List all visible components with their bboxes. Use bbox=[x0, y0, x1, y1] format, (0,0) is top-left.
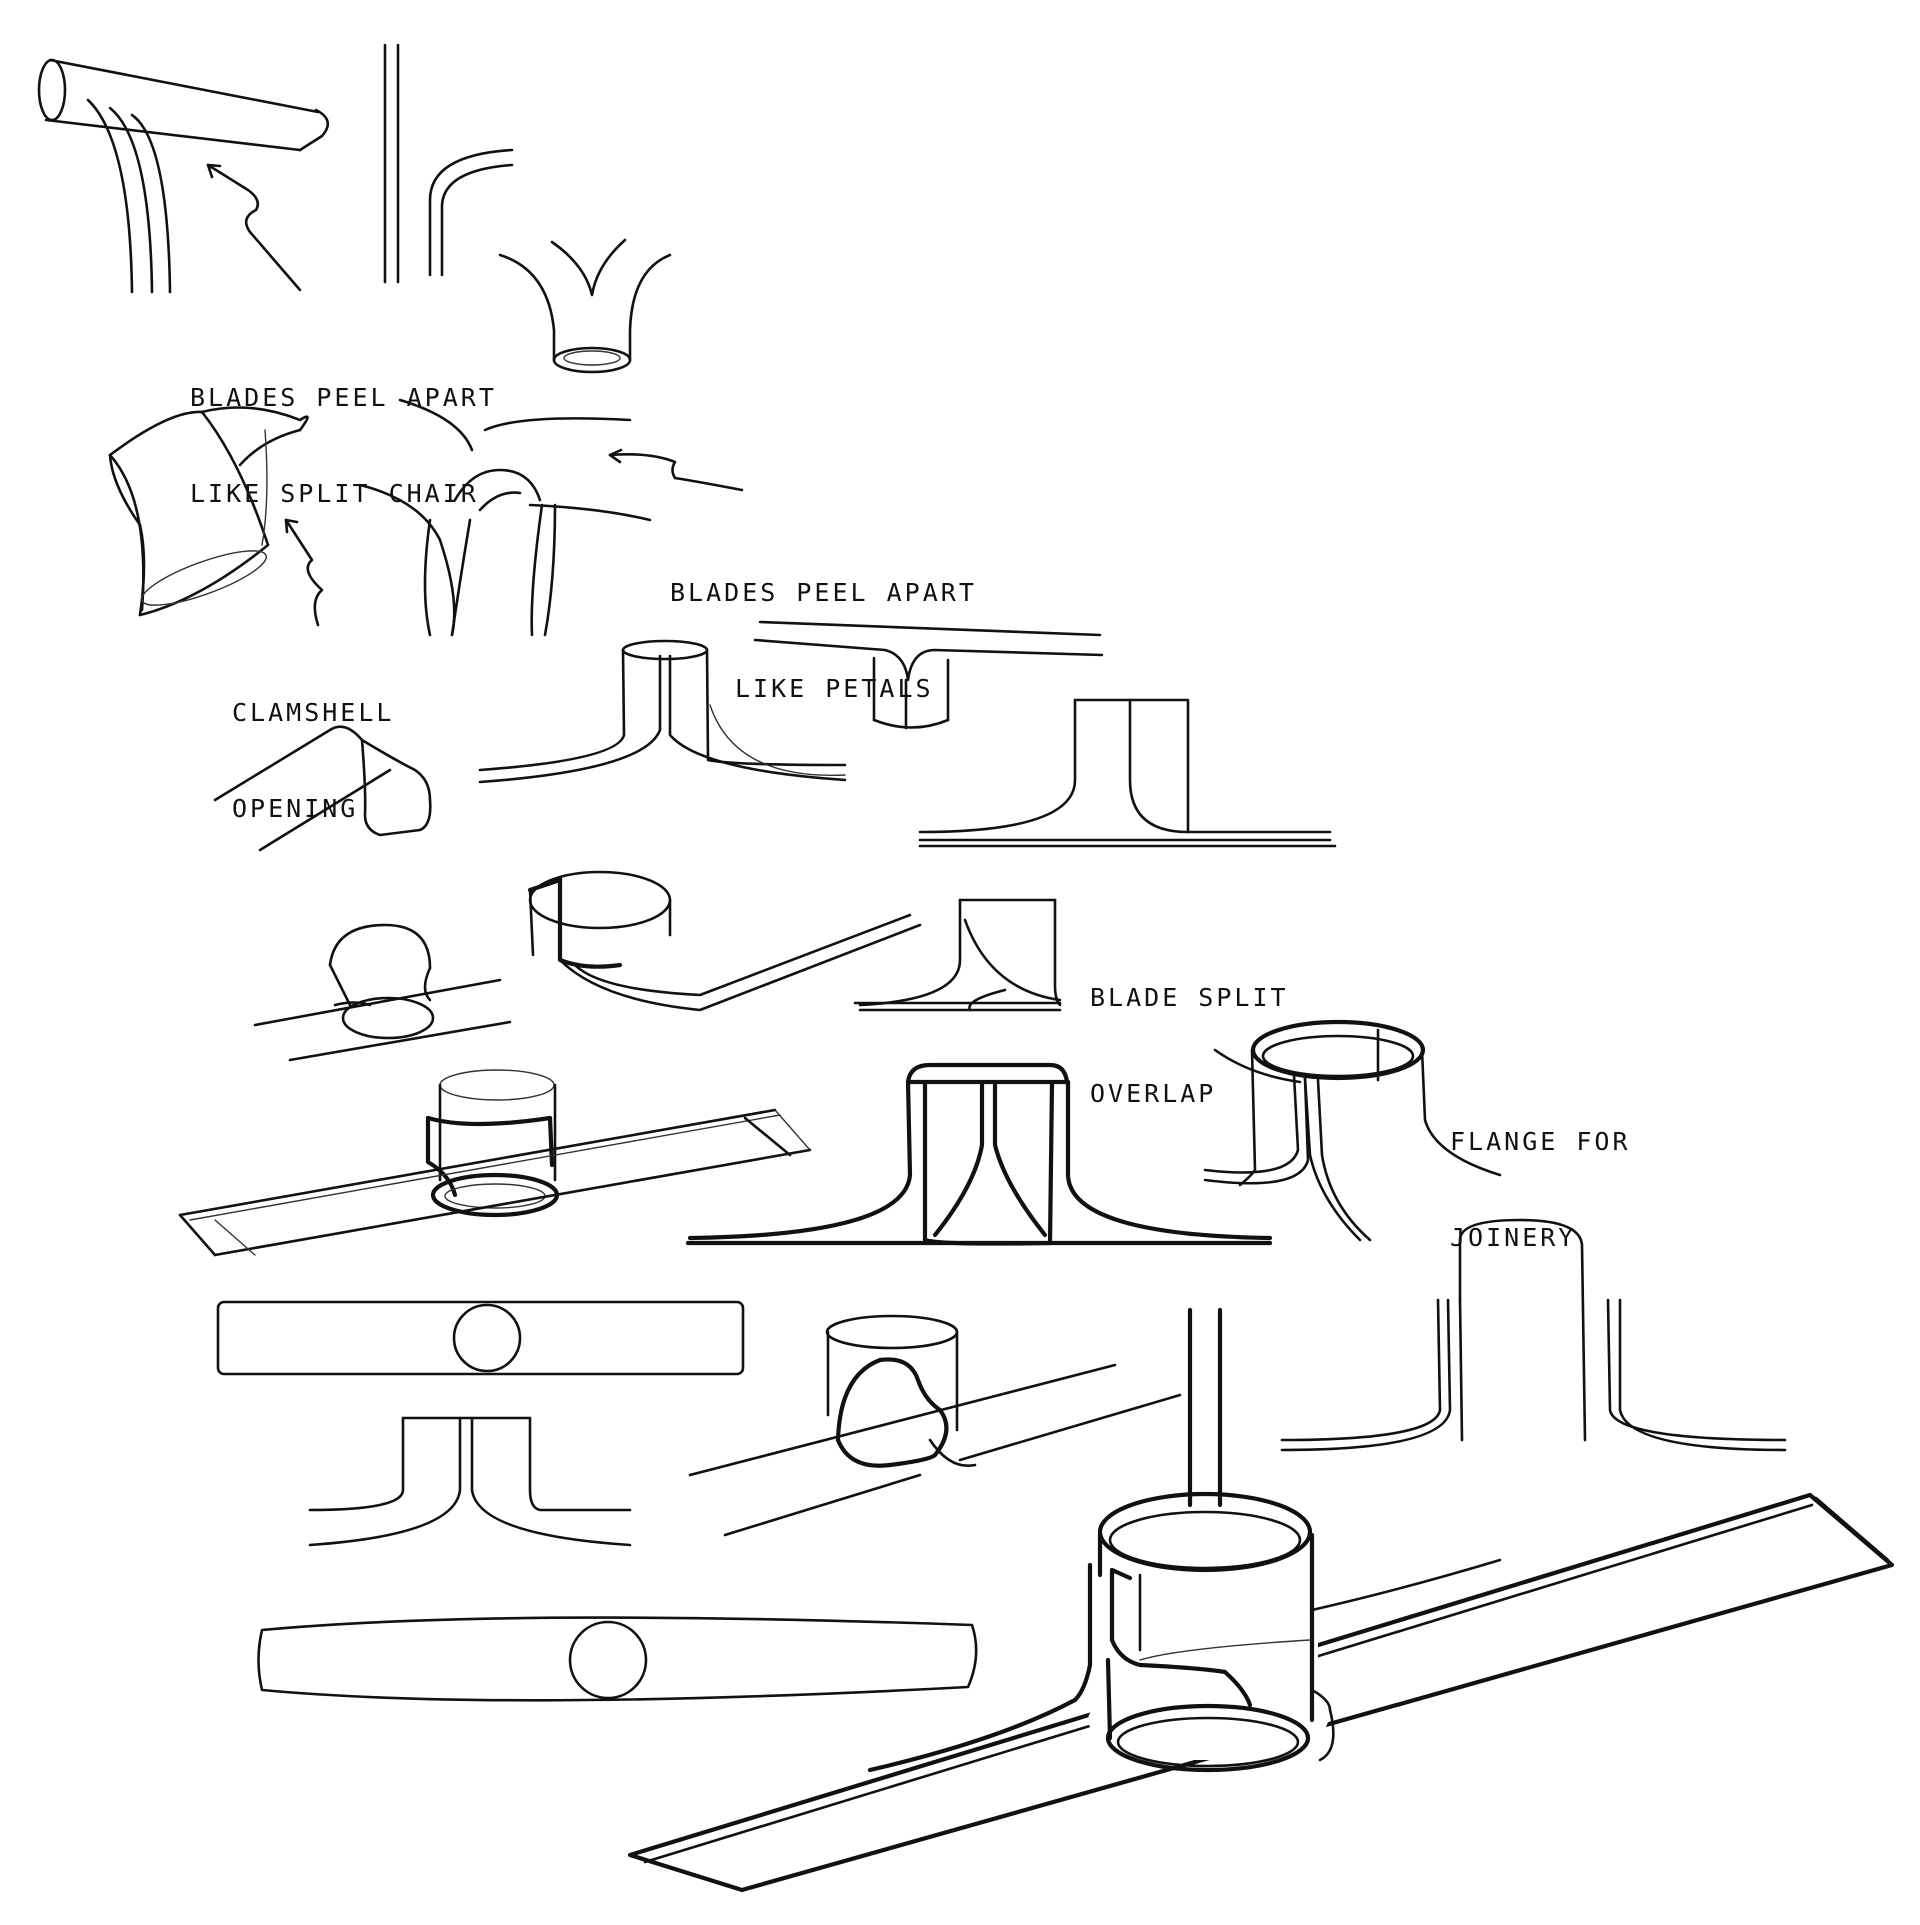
note-petals-line-2: LIKE PETALS bbox=[735, 674, 934, 703]
note-split-chair-line-2: LIKE SPLIT CHAIR bbox=[190, 479, 479, 508]
note-split-chair: BLADES PEEL APART LIKE SPLIT CHAIR bbox=[190, 318, 497, 542]
note-split-chair-line-1: BLADES PEEL APART bbox=[190, 383, 497, 412]
note-clamshell: CLAMSHELL OPENING bbox=[232, 633, 394, 857]
sketch-drum-blade bbox=[527, 870, 922, 1012]
sketch-final-fan bbox=[627, 1307, 1895, 1893]
sketch-top-view-tapered-blade bbox=[257, 1616, 978, 1702]
arrow-petals bbox=[608, 448, 744, 492]
sketch-split-cup bbox=[498, 238, 672, 374]
arrow-split-chair bbox=[206, 163, 302, 292]
sketch-round-flanges bbox=[1280, 1218, 1787, 1452]
sketch-drum-long-blade bbox=[178, 1069, 812, 1257]
sketch-bent-strip bbox=[213, 725, 432, 852]
sketch-split-chair-tube bbox=[37, 58, 330, 294]
sketch-hanging-pocket bbox=[753, 620, 1104, 730]
arrow-clamshell bbox=[284, 518, 324, 627]
note-overlap-line-2: OVERLAP bbox=[1090, 1079, 1217, 1108]
note-overlap: BLADE SPLIT OVERLAP bbox=[1090, 918, 1289, 1142]
sketch-petals bbox=[358, 398, 652, 637]
sketch-t-flare bbox=[918, 698, 1337, 848]
note-flange: FLANGE FOR JOINERY bbox=[1450, 1062, 1631, 1286]
sketch-hub-diagonal bbox=[688, 1314, 1182, 1537]
sketch-top-view-rect-blade bbox=[216, 1300, 745, 1376]
note-flange-line-1: FLANGE FOR bbox=[1450, 1127, 1631, 1156]
sketch-flange bbox=[1203, 1019, 1502, 1242]
note-flange-line-2: JOINERY bbox=[1450, 1223, 1577, 1252]
sketch-overlap bbox=[853, 898, 1062, 1012]
sketch-flared-hub bbox=[478, 639, 847, 784]
sketch-clamshell bbox=[108, 406, 309, 617]
sketch-knuckle-strip bbox=[253, 923, 512, 1062]
note-petals: BLADES PEEL APART LIKE PETALS bbox=[670, 513, 977, 737]
note-petals-line-1: BLADES PEEL APART bbox=[670, 578, 977, 607]
sketch-peeling-post bbox=[383, 43, 514, 284]
note-overlap-line-1: BLADE SPLIT bbox=[1090, 983, 1289, 1012]
sketch-small-t-split bbox=[308, 1416, 632, 1547]
sketch-box-split bbox=[685, 1062, 1273, 1246]
note-clamshell-line-2: OPENING bbox=[232, 794, 359, 823]
note-clamshell-line-1: CLAMSHELL bbox=[232, 698, 395, 727]
